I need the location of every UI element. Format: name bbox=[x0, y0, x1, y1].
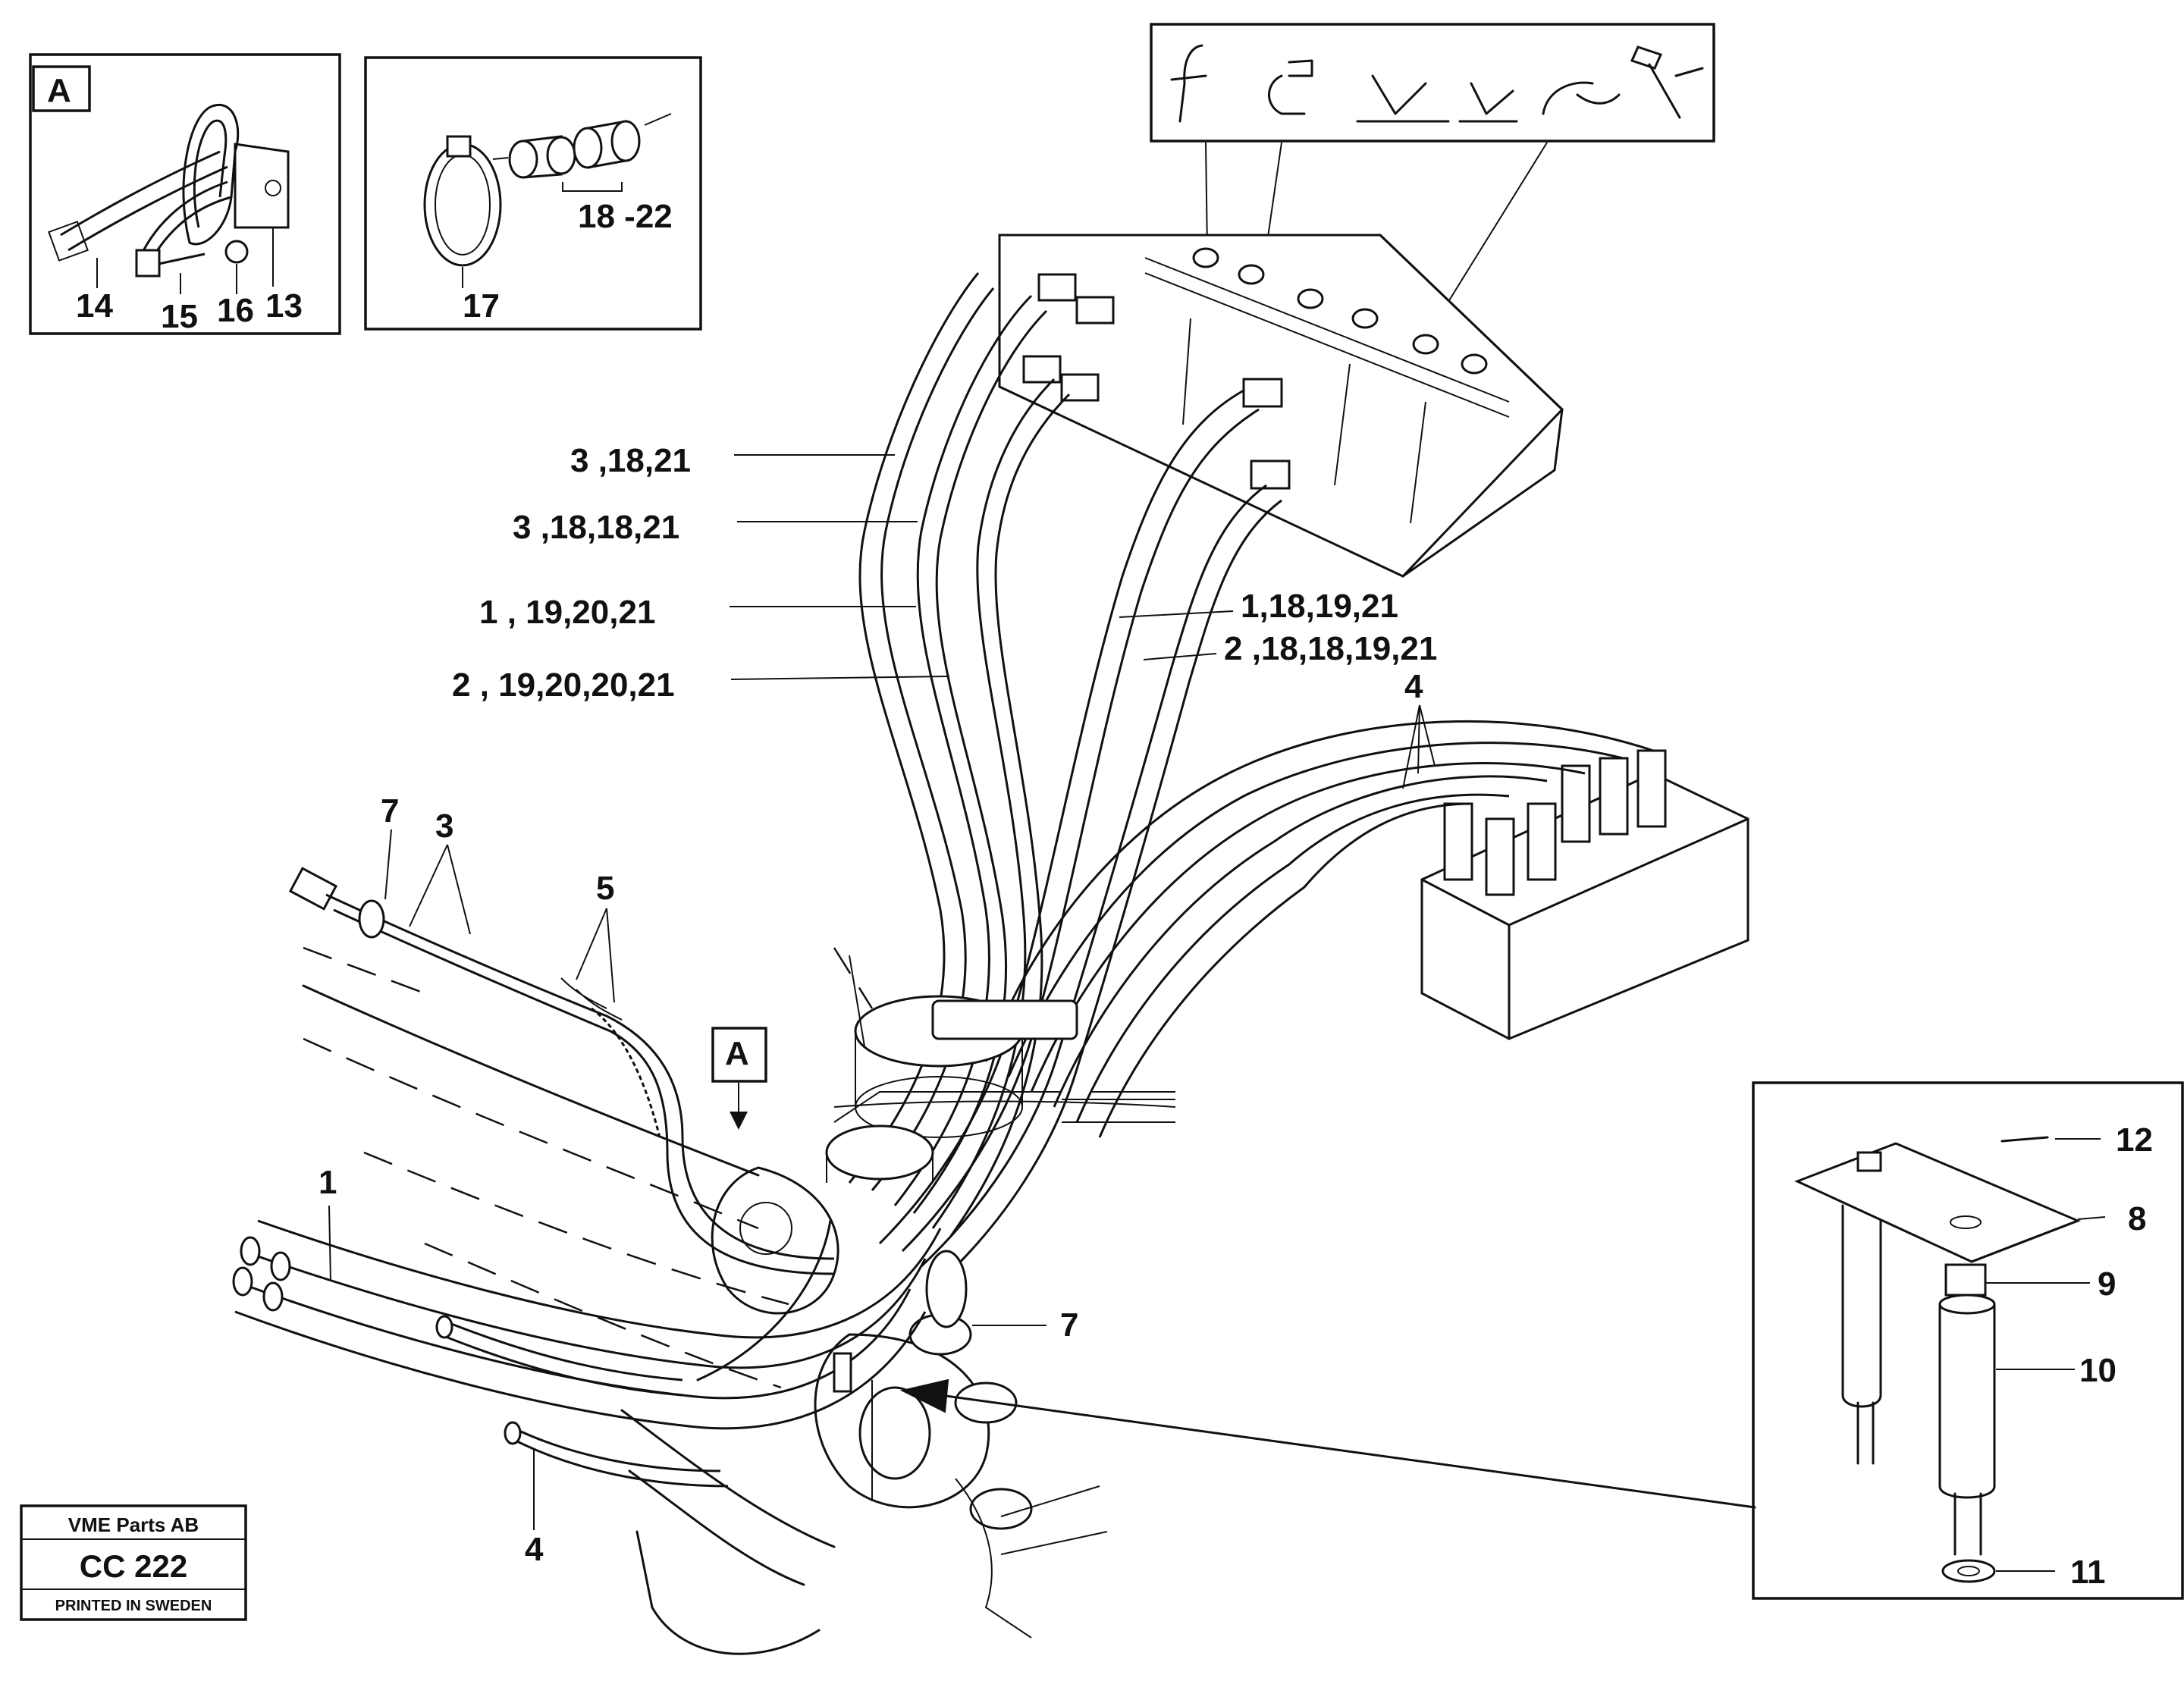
section-a-marker bbox=[711, 1027, 767, 1083]
valve-port-row bbox=[1192, 247, 1488, 375]
stamp-printed: PRINTED IN SWEDEN bbox=[55, 1598, 212, 1614]
function-symbol-panel bbox=[1150, 23, 1715, 327]
item-callouts: 4 7 3 5 A 1 4 7 bbox=[318, 668, 1436, 1568]
pin-location-arrow bbox=[900, 1378, 1756, 1509]
hose-label: 1,18,19,21 bbox=[1241, 588, 1398, 625]
part-label: 8 bbox=[2128, 1200, 2146, 1237]
hose-label: 1 , 19,20,21 bbox=[479, 594, 655, 631]
upper-control-valve bbox=[998, 234, 1564, 578]
boom-down-icon bbox=[1458, 82, 1518, 123]
swing-frame bbox=[302, 955, 1176, 1655]
part-label: 9 bbox=[2098, 1265, 2116, 1303]
inset-a-letter: A bbox=[47, 72, 71, 109]
inset-a-box: A 14 15 16 13 bbox=[29, 53, 341, 335]
part-label: 16 bbox=[217, 292, 254, 329]
hose-bundle-right bbox=[878, 389, 1282, 1283]
callout-label: A bbox=[725, 1035, 749, 1072]
hose-label: 2 ,18,18,19,21 bbox=[1224, 630, 1437, 667]
callout-label: 1 bbox=[318, 1164, 337, 1201]
hammer-symbol-icon bbox=[1630, 45, 1704, 119]
callout-label: 7 bbox=[1060, 1306, 1078, 1344]
lower-control-valve bbox=[984, 720, 1749, 1138]
steering-symbol-icon bbox=[1170, 44, 1207, 123]
inset-pin-box: 12 8 9 10 11 bbox=[1752, 1081, 2184, 1600]
callout-label: 4 bbox=[525, 1531, 544, 1568]
part-label: 14 bbox=[76, 287, 113, 325]
hose-callouts: 3 ,18,21 3 ,18,18,21 1 , 19,20,21 2 , 19… bbox=[452, 442, 1437, 704]
hose-label: 3 ,18,21 bbox=[570, 442, 691, 479]
part-label: 17 bbox=[463, 287, 500, 325]
callout-label: 5 bbox=[596, 870, 614, 907]
part-label: 12 bbox=[2116, 1121, 2153, 1159]
part-label: 10 bbox=[2079, 1352, 2117, 1389]
callout-label: 7 bbox=[381, 792, 399, 830]
callout-label: 4 bbox=[1404, 668, 1423, 705]
callout-label: 3 bbox=[435, 808, 453, 845]
bucket-symbol-icon bbox=[1542, 81, 1621, 115]
stamp-code: CC 222 bbox=[80, 1548, 187, 1584]
stamp-company: VME Parts AB bbox=[68, 1513, 199, 1536]
boom-up-icon bbox=[1356, 74, 1450, 123]
hose-label: 2 , 19,20,20,21 bbox=[452, 666, 675, 704]
swing-symbol-icon bbox=[1268, 59, 1313, 115]
part-label: 13 bbox=[265, 287, 303, 325]
boom-hoses bbox=[232, 867, 1078, 1488]
part-label: 15 bbox=[161, 298, 198, 335]
vme-parts-stamp: VME Parts AB CC 222 PRINTED IN SWEDEN bbox=[20, 1504, 247, 1621]
inset-clamp-box: 17 18 -22 bbox=[364, 56, 702, 331]
part-label: 11 bbox=[2070, 1554, 2106, 1591]
part-label: 18 -22 bbox=[578, 198, 673, 235]
hose-label: 3 ,18,18,21 bbox=[513, 509, 679, 546]
lower-valve-fittings bbox=[1443, 749, 1667, 896]
